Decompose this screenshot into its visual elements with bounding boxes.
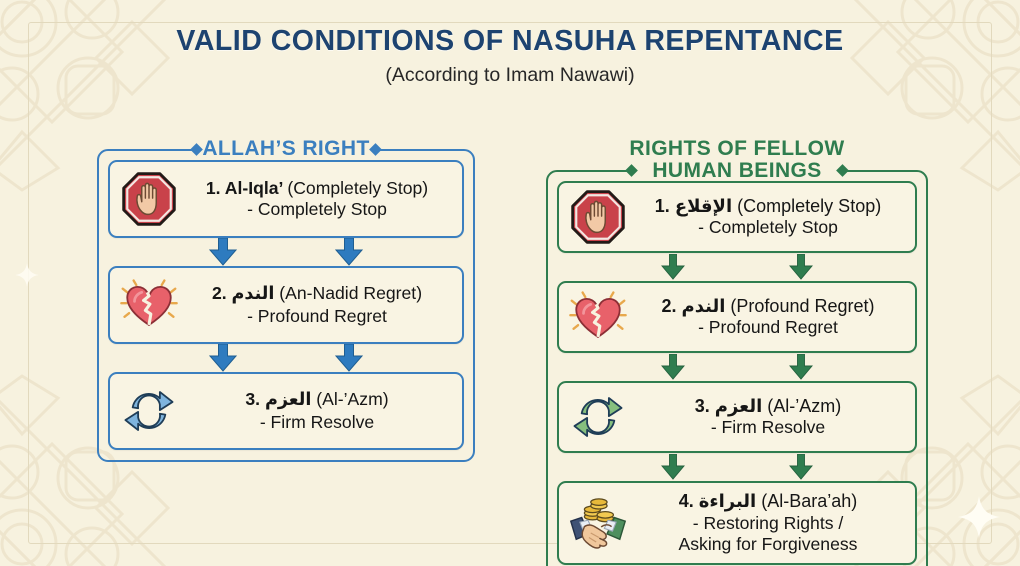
condition-number: 2. (661, 295, 677, 316)
step-connector (108, 344, 464, 372)
condition-detail: - Completely Stop (698, 217, 838, 238)
condition-card[interactable]: 4. البراءة (Al-Bara’ah)- Restoring Right… (557, 481, 917, 565)
broken-heart-icon (567, 286, 629, 348)
step-connector (557, 453, 917, 481)
handshake-coins-icon (567, 492, 629, 554)
condition-term: البراءة (698, 491, 757, 513)
stop-sign-hand-icon (567, 186, 629, 248)
refresh-cycle-icon (567, 386, 629, 448)
down-arrow-icon (789, 254, 813, 280)
down-arrow-icon (661, 254, 685, 280)
condition-title: 3. العزم (Al-’Azm) (633, 396, 903, 418)
condition-detail: - Firm Resolve (710, 417, 826, 438)
condition-text: 2. الندم (Profound Regret)- Profound Reg… (633, 296, 907, 339)
page-header: VALID CONDITIONS OF NASUHA REPENTANCE (A… (0, 25, 1020, 86)
column-allahs-right: ALLAH’S RIGHT 1. Al-Iqla’ (Completely St… (97, 136, 475, 462)
condition-term: العزم (714, 395, 763, 417)
down-arrow-icon (208, 238, 238, 266)
condition-detail: - Profound Regret (698, 317, 838, 338)
broken-heart-icon (118, 274, 180, 336)
column-header-line: HUMAN BEINGS (652, 158, 822, 182)
diamond-bullet-icon (368, 143, 382, 156)
condition-translation: (Completely Stop) (737, 195, 882, 216)
column-header-line: RIGHTS OF FELLOW (629, 137, 845, 160)
condition-term: الندم (681, 295, 726, 317)
down-arrow-icon (334, 238, 364, 266)
condition-title: 1. Al-Iqla’ (Completely Stop) (184, 178, 450, 199)
page-title: VALID CONDITIONS OF NASUHA REPENTANCE (176, 25, 844, 57)
condition-card[interactable]: 3. العزم (Al-’Azm)- Firm Resolve (557, 381, 917, 453)
condition-number: 1. (205, 177, 221, 198)
diamond-bullet-icon (190, 143, 204, 156)
condition-translation: (Al-’Azm) (316, 389, 389, 410)
diamond-bullet-icon (625, 164, 639, 177)
step-connector (557, 353, 917, 381)
condition-title: 3. العزم (Al-’Azm) (184, 389, 450, 411)
condition-card[interactable]: 1. Al-Iqla’ (Completely Stop)- Completel… (108, 160, 464, 238)
condition-number: 4. (678, 491, 694, 512)
condition-detail: - Completely Stop (247, 199, 387, 219)
condition-number: 3. (694, 395, 710, 416)
condition-card[interactable]: 2. الندم (An-Nadid Regret)- Profound Reg… (108, 266, 464, 344)
condition-text: 1. Al-Iqla’ (Completely Stop)- Completel… (184, 178, 454, 220)
column-header: ALLAH’S RIGHT (99, 138, 473, 160)
condition-text: 1. الإقلاع (Completely Stop)- Completely… (633, 196, 907, 239)
condition-detail: Asking for Forgiveness (678, 533, 858, 554)
condition-detail: - Restoring Rights / (692, 512, 844, 533)
condition-title: 2. الندم (Profound Regret) (633, 296, 903, 318)
refresh-cycle-icon (118, 380, 180, 442)
column-frame: ALLAH’S RIGHT 1. Al-Iqla’ (Completely St… (97, 138, 475, 462)
step-connector (557, 253, 917, 281)
stop-sign-hand-icon (118, 168, 180, 230)
condition-term: الندم (231, 284, 275, 305)
column-header-line: ALLAH’S RIGHT (202, 137, 370, 160)
condition-number: 2. (211, 283, 227, 304)
condition-term: العزم (264, 390, 312, 411)
condition-number: 1. (654, 195, 670, 216)
down-arrow-icon (661, 354, 685, 380)
down-arrow-icon (334, 344, 364, 372)
condition-term: Al-Iqla’ (224, 177, 283, 198)
condition-term: الإقلاع (674, 195, 733, 217)
page-subtitle: (According to Imam Nawawi) (385, 63, 635, 86)
condition-translation: (Al-’Azm) (767, 395, 842, 416)
down-arrow-icon (789, 454, 813, 480)
condition-card[interactable]: 2. الندم (Profound Regret)- Profound Reg… (557, 281, 917, 353)
condition-translation: (An-Nadid Regret) (279, 283, 423, 304)
step-connector (108, 238, 464, 266)
condition-number: 3. (245, 389, 261, 410)
condition-translation: (Profound Regret) (730, 295, 875, 316)
condition-translation: (Al-Bara’ah) (761, 491, 858, 512)
condition-translation: (Completely Stop) (287, 177, 429, 198)
condition-card[interactable]: 1. الإقلاع (Completely Stop)- Completely… (557, 181, 917, 253)
condition-detail: - Firm Resolve (259, 411, 375, 432)
down-arrow-icon (208, 344, 238, 372)
condition-title: 1. الإقلاع (Completely Stop) (633, 196, 903, 218)
condition-detail: - Profound Regret (247, 305, 387, 326)
condition-text: 4. البراءة (Al-Bara’ah)- Restoring Right… (633, 491, 907, 555)
condition-text: 3. العزم (Al-’Azm)- Firm Resolve (184, 389, 454, 432)
condition-title: 2. الندم (An-Nadid Regret) (184, 283, 450, 305)
condition-card[interactable]: 3. العزم (Al-’Azm)- Firm Resolve (108, 372, 464, 450)
condition-text: 2. الندم (An-Nadid Regret)- Profound Reg… (184, 283, 454, 326)
diamond-bullet-icon (835, 164, 849, 177)
condition-title: 4. البراءة (Al-Bara’ah) (633, 491, 903, 513)
condition-text: 3. العزم (Al-’Azm)- Firm Resolve (633, 396, 907, 439)
down-arrow-icon (661, 454, 685, 480)
down-arrow-icon (789, 354, 813, 380)
